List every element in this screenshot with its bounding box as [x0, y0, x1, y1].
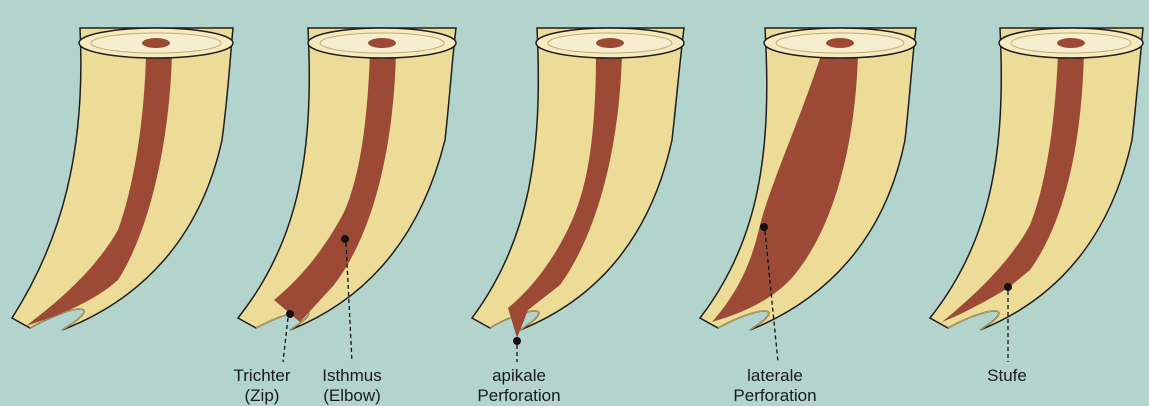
- apical-marker-dot: [513, 337, 521, 345]
- label-lateral-line1: laterale: [747, 366, 803, 385]
- label-lateral-line2: Perforation: [733, 386, 816, 405]
- label-ledge: Stufe: [987, 366, 1027, 385]
- label-zip-line2: (Zip): [245, 386, 280, 405]
- canal-orifice: [596, 38, 624, 48]
- zip-marker-dot: [286, 310, 294, 318]
- lateral-marker-dot: [760, 223, 768, 231]
- label-apical-line2: Perforation: [477, 386, 560, 405]
- label-elbow-line1: Isthmus: [322, 366, 382, 385]
- canal-orifice: [826, 38, 854, 48]
- canal-orifice: [368, 38, 396, 48]
- ledge-marker-dot: [1004, 283, 1012, 291]
- canal-orifice: [1057, 38, 1085, 48]
- label-elbow-line2: (Elbow): [323, 386, 381, 405]
- label-apical-line1: apikale: [492, 366, 546, 385]
- label-zip-line1: Trichter: [234, 366, 291, 385]
- elbow-marker-dot: [341, 235, 349, 243]
- canal-orifice: [142, 38, 170, 48]
